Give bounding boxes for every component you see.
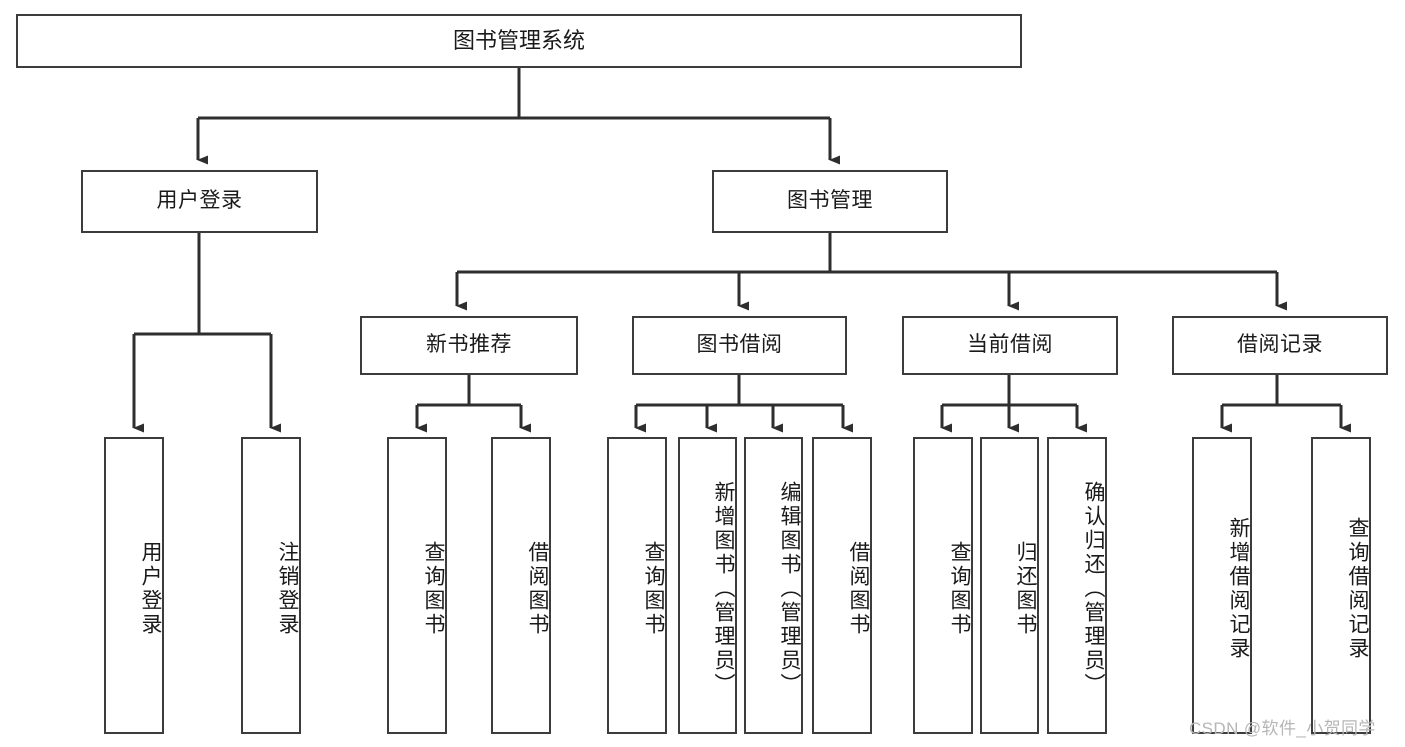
node-label: 新增图书（管理员） xyxy=(712,480,735,697)
node-label: 借阅图书 xyxy=(526,540,549,637)
watermark: CSDN @软件_小贺同学 xyxy=(1189,719,1376,738)
leaf-current-borrow-query[interactable]: 查询图书 xyxy=(913,437,973,734)
leaf-new-book-query[interactable]: 查询图书 xyxy=(387,437,447,734)
leaf-user-login-login[interactable]: 用户登录 xyxy=(104,437,164,734)
node-label: 用户登录 xyxy=(156,189,243,213)
node-label: 注销登录 xyxy=(276,540,299,637)
node-label: 借阅图书 xyxy=(847,540,870,637)
node-label: 图书管理 xyxy=(787,189,873,213)
leaf-current-borrow-return[interactable]: 归还图书 xyxy=(980,437,1039,734)
leaf-book-borrow-borrow[interactable]: 借阅图书 xyxy=(812,437,872,734)
node-new-book-recommend[interactable]: 新书推荐 xyxy=(360,316,578,375)
node-label: 图书管理系统 xyxy=(452,28,585,54)
node-label: 编辑图书（管理员） xyxy=(778,480,801,697)
node-label: 确认归还（管理员） xyxy=(1082,480,1105,697)
leaf-book-borrow-add[interactable]: 新增图书（管理员） xyxy=(678,437,737,734)
node-label: 查询图书 xyxy=(422,540,445,637)
leaf-book-borrow-edit[interactable]: 编辑图书（管理员） xyxy=(744,437,803,734)
node-root-book-management-system[interactable]: 图书管理系统 xyxy=(16,14,1022,68)
leaf-new-book-borrow[interactable]: 借阅图书 xyxy=(491,437,551,734)
node-label: 借阅记录 xyxy=(1237,333,1323,357)
node-label: 新书推荐 xyxy=(426,333,512,357)
node-borrow-record[interactable]: 借阅记录 xyxy=(1172,316,1388,375)
node-current-borrow[interactable]: 当前借阅 xyxy=(902,316,1118,375)
node-label: 查询图书 xyxy=(948,540,971,637)
leaf-borrow-record-add[interactable]: 新增借阅记录 xyxy=(1192,437,1252,734)
node-label: 用户登录 xyxy=(139,540,162,637)
node-label: 新增借阅记录 xyxy=(1227,516,1250,661)
node-label: 图书借阅 xyxy=(696,333,783,357)
leaf-user-login-logout[interactable]: 注销登录 xyxy=(241,437,301,734)
node-label: 查询借阅记录 xyxy=(1346,516,1369,661)
node-book-borrow[interactable]: 图书借阅 xyxy=(632,316,847,375)
leaf-book-borrow-query[interactable]: 查询图书 xyxy=(607,437,667,734)
node-label: 归还图书 xyxy=(1014,540,1037,637)
leaf-current-borrow-confirm-return[interactable]: 确认归还（管理员） xyxy=(1047,437,1107,734)
node-user-login[interactable]: 用户登录 xyxy=(81,170,318,233)
node-label: 当前借阅 xyxy=(967,333,1053,357)
node-label: 查询图书 xyxy=(642,540,665,637)
leaf-borrow-record-query[interactable]: 查询借阅记录 xyxy=(1311,437,1371,734)
node-book-management[interactable]: 图书管理 xyxy=(712,170,948,233)
